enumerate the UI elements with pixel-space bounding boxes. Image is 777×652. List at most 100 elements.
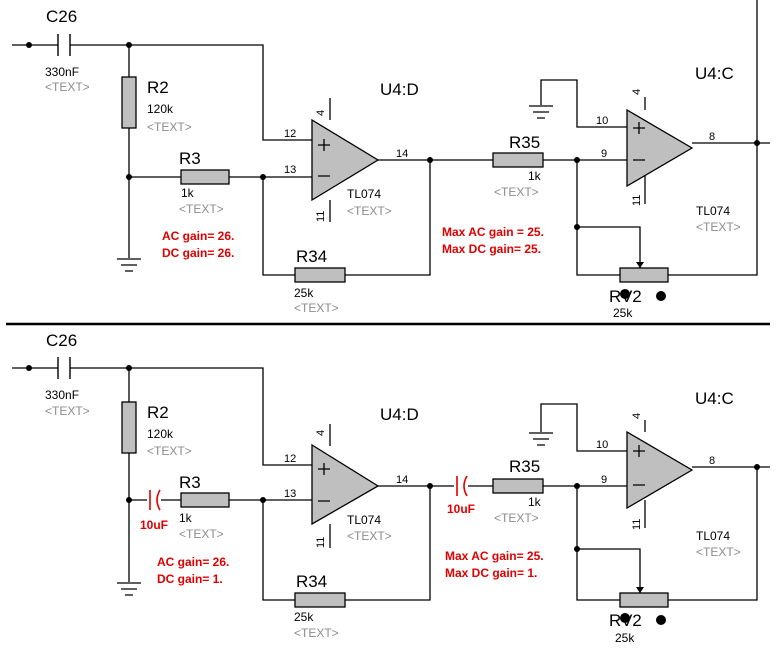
bottom-u4c-pin-out: 8 [709,455,715,467]
top-u4d-pin-plus: 12 [284,128,296,140]
bottom-added-capacitor-b [456,475,468,497]
top-rv2-wiper-arrow [636,262,644,268]
bottom-rv2-value: 25k [615,631,635,645]
bottom-u4d-pin-vee: 11 [315,537,327,548]
top-c26-value: 330nF [45,65,79,79]
top-junction [126,174,132,180]
bottom-r34-resistor [294,592,346,608]
bottom-r3-resistor [180,492,230,508]
bottom-junction [574,546,580,552]
top-u4d-pin-vcc: 4 [315,110,327,116]
bottom-ground-r2 [117,582,141,596]
top-gain-note-ac: AC gain= 26. [162,229,234,243]
bottom-u4c-placeholder: <TEXT> [696,545,741,559]
bottom-r34-value: 25k [294,610,314,624]
top-u4c-part: TL074 [696,204,730,218]
bottom-cap-b-value: 10uF [447,502,475,516]
top-r2-resistor [121,76,137,129]
bottom-u4c-label: U4:C [695,389,734,408]
top-r35-placeholder: <TEXT> [494,185,539,199]
bottom-cap-a-value: 10uF [140,518,168,532]
top-u4c-pin-vee: 11 [631,195,643,206]
top-u4c-pin-out: 8 [709,131,715,143]
top-r3-value: 1k [181,186,195,200]
bottom-r34-placeholder: <TEXT> [294,626,339,640]
top-junction [754,140,760,146]
bottom-r3-label: R3 [179,473,201,492]
bottom-gain-note-dc: DC gain= 1. [157,572,223,586]
top-junction [574,157,580,163]
top-rv2-potentiometer [619,267,669,283]
top-r2-value: 120k [147,102,174,116]
top-u4d-pin-vee: 11 [315,211,327,222]
top-r35-label: R35 [509,133,540,152]
top-junction [26,42,32,48]
bottom-max-gain-note-ac: Max AC gain= 25. [445,549,544,563]
bottom-u4c-pin-minus: 9 [601,474,607,486]
top-circuit: C26 330nF <TEXT> R2 120k <TEXT> R3 1k <T… [12,0,770,320]
top-r35-value: 1k [528,169,542,183]
top-junction [126,42,132,48]
bottom-junction [126,365,132,371]
bottom-c26-capacitor [57,357,71,379]
top-u4c-pin-plus: 10 [596,115,608,127]
bottom-junction [427,483,433,489]
top-r3-placeholder: <TEXT> [179,202,224,216]
bottom-r2-resistor [121,401,137,454]
top-u4c-label: U4:C [695,64,734,83]
top-ground-r2 [117,258,141,272]
top-c26-capacitor [57,34,71,56]
top-u4d-part: TL074 [347,187,381,201]
bottom-c26-value: 330nF [45,388,79,402]
bottom-u4c-pin-vee: 11 [631,519,643,530]
bottom-rv2-potentiometer [619,592,669,608]
top-rv2-terminal [656,291,666,301]
bottom-u4d-placeholder: <TEXT> [347,529,392,543]
bottom-r35-resistor [492,478,544,494]
top-u4d-pin-minus: 13 [284,164,296,176]
bottom-rv2-label: RV2 [609,611,642,630]
bottom-u4d-label: U4:D [380,405,419,424]
bottom-ground-u4c [529,432,553,446]
bottom-rv2-wiper-arrow [636,586,644,593]
bottom-u4c-pin-vcc: 4 [631,413,643,419]
bottom-r3-placeholder: <TEXT> [179,527,224,541]
bottom-rv2-terminal [656,615,666,625]
bottom-r35-placeholder: <TEXT> [494,511,539,525]
bottom-c26-placeholder: <TEXT> [45,404,90,418]
bottom-junction [26,365,32,371]
bottom-u4d-pin-vcc: 4 [315,430,327,436]
bottom-r2-value: 120k [147,427,174,441]
bottom-max-gain-note-dc: Max DC gain= 1. [445,566,537,580]
top-u4d-opamp [311,118,380,202]
top-r35-resistor [492,152,544,168]
bottom-circuit: C26 330nF <TEXT> R2 120k <TEXT> R3 1k <T… [12,331,770,645]
bottom-u4d-opamp [311,443,380,526]
top-rv2-terminal [620,289,630,299]
top-r34-label: R34 [296,247,327,266]
top-c26-label: C26 [46,7,77,26]
top-gain-note-dc: DC gain= 26. [162,246,234,260]
bottom-r3-value: 1k [179,511,193,525]
bottom-c26-label: C26 [46,331,77,350]
top-rv2-label: RV2 [609,287,642,306]
top-u4d-label: U4:D [380,80,419,99]
bottom-gain-note-ac: AC gain= 26. [157,555,229,569]
bottom-junction [126,497,132,503]
top-junction [427,157,433,163]
bottom-u4d-part: TL074 [347,513,381,527]
top-ground-u4c [529,105,553,119]
top-u4c-pin-vcc: 4 [631,89,643,95]
top-u4c-placeholder: <TEXT> [696,220,741,234]
bottom-u4d-pin-out: 14 [396,474,408,486]
bottom-u4c-pin-plus: 10 [596,439,608,451]
bottom-r34-label: R34 [296,572,327,591]
top-u4c-pin-minus: 9 [601,148,607,160]
top-u4d-pin-out: 14 [396,148,408,160]
bottom-wires [12,367,770,601]
bottom-u4d-pin-plus: 12 [284,453,296,465]
top-c26-placeholder: <TEXT> [45,80,90,94]
top-r3-label: R3 [179,149,201,168]
top-junction [574,224,580,230]
